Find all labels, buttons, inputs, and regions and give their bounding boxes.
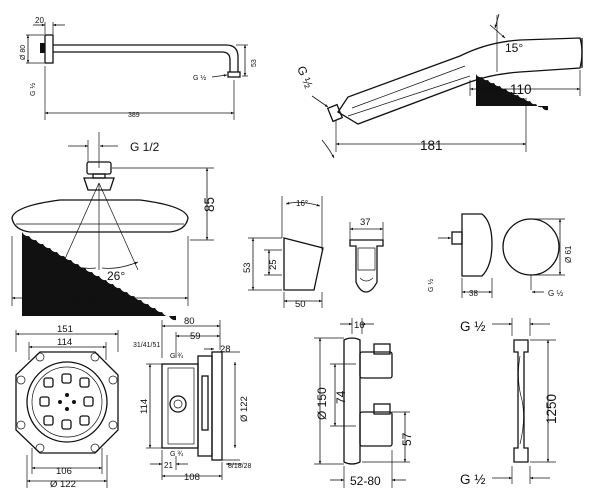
box-side-body (161, 363, 199, 449)
arm-tube-lower (53, 51, 231, 72)
shower-arm-drawing: 20 Ø 80 G ½ G ½ 53 389 (20, 16, 258, 120)
box-front-diameter: Ø 122 (50, 479, 76, 490)
overhead-shower-drawing: G 1/2 26° 26° 85 Ø 187 (11, 132, 217, 321)
thermostat-drawing: 16 Ø 150 74 57 52-80 (314, 318, 414, 488)
wall-outlet-drawing: G ½ 38 Ø 61 G ½ (427, 213, 573, 298)
overhead-angle-right: 26° (107, 269, 125, 283)
arm-dim-rose: Ø 80 (20, 45, 27, 60)
wall-outlet-thread-right: G ½ (548, 289, 563, 298)
arm-tube-upper (53, 44, 239, 72)
holder-small-drawing: 37 (349, 217, 384, 293)
arm-thread-outlet: G ½ (193, 74, 206, 82)
hose-thread-top: G ½ (460, 319, 486, 334)
box-side-diameter: Ø 122 (239, 396, 250, 422)
box-side-height: 114 (139, 399, 150, 414)
hand-shower-drawing: 15° G ½ 110 181 (294, 13, 583, 159)
box-side-drawing: 80 59 31/41/51 28 G ¾ 114 Ø 122 G ¾ 21 (133, 316, 251, 483)
arm-thread-wall: G ½ (29, 83, 37, 96)
box-side-port (169, 395, 187, 413)
thermostat-knob-lower (359, 411, 393, 447)
box-front-ring (26, 361, 108, 443)
box-front-width-114: 114 (57, 337, 72, 348)
box-side-dim-multi: 31/41/51 (133, 342, 160, 349)
hand-shower-body (337, 37, 583, 125)
box-side-dim-59: 59 (190, 331, 201, 342)
holder-small-width: 37 (360, 217, 371, 228)
box-front-drawing: 151 114 (15, 324, 119, 490)
wall-outlet-rose (502, 218, 560, 276)
box-side-thread-top: G ¾ (170, 353, 183, 360)
hose-drawing: G ½ 1250 G ½ (460, 318, 559, 487)
overhead-diameter: Ø 187 (72, 292, 109, 307)
hand-shower-dim-length: 181 (420, 138, 443, 153)
wall-holder-body (283, 237, 324, 291)
box-side-thread-bottom: G ¾ (170, 451, 183, 458)
thermostat-depth: 52-80 (350, 474, 381, 488)
wall-outlet-depth: 38 (469, 289, 478, 298)
overhead-height: 85 (202, 197, 217, 212)
arm-dim-length: 389 (128, 112, 140, 119)
box-side-dim-21: 21 (164, 461, 173, 470)
wall-holder-dim-25: 25 (268, 259, 279, 270)
hose-thread-bottom: G ½ (460, 472, 486, 487)
thermostat-plate (343, 337, 361, 465)
wall-holder-drawing: 16° 53 25 50 (242, 196, 324, 310)
box-side-dim-28: 28 (220, 344, 231, 355)
wall-holder-dim-53: 53 (242, 262, 253, 273)
hand-shower-connector (326, 103, 344, 123)
box-side-valve (201, 375, 209, 431)
arm-wall-flange (44, 34, 54, 64)
wall-holder-dim-50: 50 (295, 299, 306, 310)
holder-small-body (349, 239, 384, 293)
thermostat-dim-57: 57 (400, 432, 414, 446)
wall-holder-angle: 16° (296, 199, 308, 208)
box-side-plate (197, 355, 213, 457)
box-side-dim-range: 8/18/28 (228, 463, 251, 470)
hand-shower-dim-head: 110 (510, 82, 532, 97)
arm-wall-fitting (40, 43, 45, 53)
box-front-width-151: 151 (57, 324, 73, 335)
thermostat-dim-74: 74 (334, 390, 348, 404)
hose-body (513, 339, 529, 463)
overhead-angle-left: 26° (64, 269, 82, 283)
box-front-flange (15, 351, 119, 454)
hand-shower-angle: 15° (505, 41, 523, 55)
hand-shower-thread: G ½ (294, 64, 315, 90)
overhead-disk (11, 199, 189, 233)
box-front-width-106: 106 (56, 466, 72, 477)
box-side-dim-80: 80 (184, 316, 195, 327)
arm-dim-height: 53 (251, 59, 258, 67)
box-side-cover (211, 351, 223, 461)
wall-outlet-diameter: Ø 61 (564, 245, 573, 263)
thermostat-dim-16: 16 (354, 320, 365, 331)
wall-outlet-nozzle (451, 231, 463, 245)
thermostat-knob-upper (359, 351, 393, 379)
hose-length: 1250 (544, 394, 559, 424)
hand-shower-spray-face (476, 74, 548, 111)
thermostat-height: Ø 150 (315, 387, 329, 420)
box-front-ports (39, 373, 94, 430)
box-side-dim-108: 108 (184, 472, 200, 483)
arm-dim-flange: 20 (35, 16, 44, 25)
overhead-thread: G 1/2 (130, 140, 160, 154)
arm-outlet (227, 71, 241, 78)
wall-outlet-thread-left: G ½ (427, 279, 435, 292)
wall-outlet-side (461, 213, 493, 277)
